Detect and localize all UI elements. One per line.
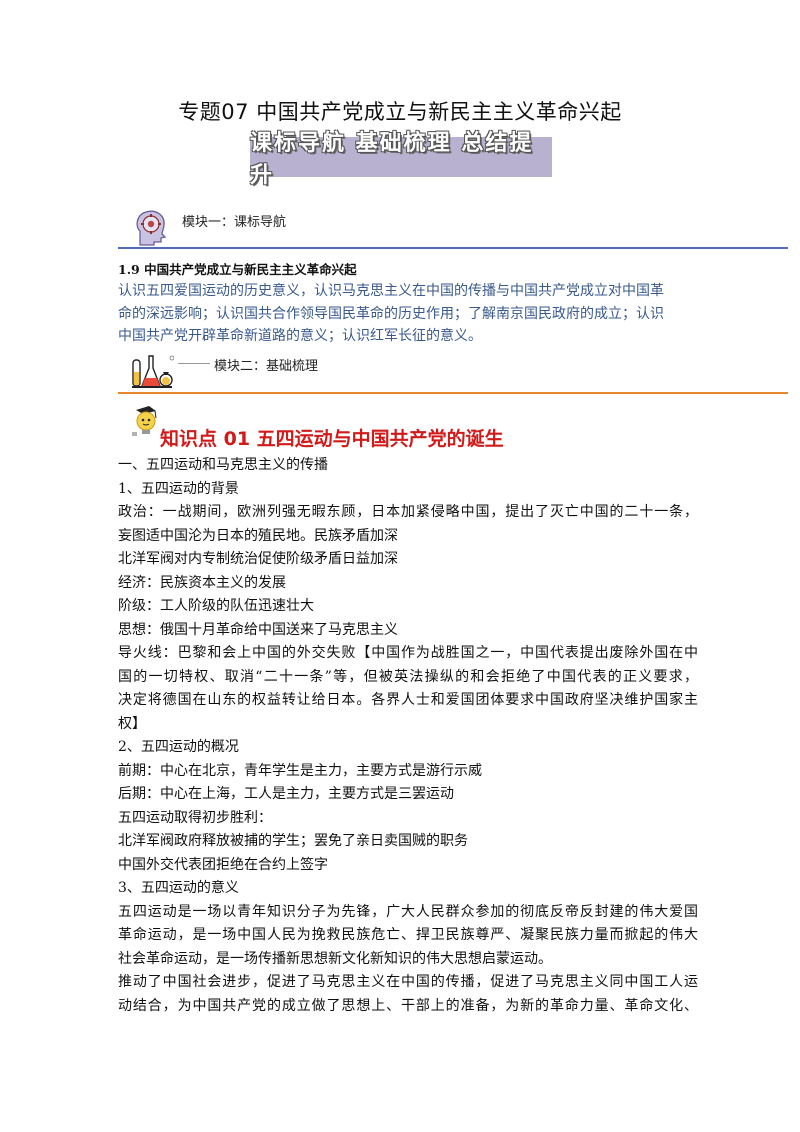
body-content: 一、五四运动和马克思主义的传播 1、五四运动的背景 政治：一战期间，欧洲列强无暇… [118, 454, 698, 1018]
body-line: 3、五四运动的意义 [118, 880, 239, 896]
body-line: 革命运动，是一场中国人民为挽救民族危亡、捍卫民族尊严、凝聚民族力量而掀起的伟大 [118, 927, 698, 943]
body-line: 社会革命运动，是一场传播新思想新文化新知识的伟大思想启蒙运动。 [118, 950, 552, 967]
body-line: 1、五四运动的背景 [118, 480, 239, 497]
lightbulb-mascot-icon [131, 403, 159, 439]
curriculum-objectives: 认识五四爱国运动的历史意义，认识马克思主义在中国的传播与中国共产党成立对中国革 … [118, 280, 688, 348]
body-line: 后期：中心在上海，工人是主力，主要方式是三罢运动 [118, 786, 454, 802]
body-line: 权】 [118, 715, 146, 732]
body-line: 中国外交代表团拒绝在合约上签字 [118, 856, 328, 873]
objective-line: 中国共产党开辟革命新道路的意义；认识红军长征的意义。 [118, 328, 482, 345]
knowledge-point-title: 知识点 01 五四运动与中国共产党的诞生 [160, 428, 504, 450]
body-line: 一、五四运动和马克思主义的传播 [118, 457, 328, 473]
body-line: 经济：民族资本主义的发展 [118, 574, 286, 591]
body-line: 前期：中心在北京，青年学生是主力，主要方式是游行示威 [118, 762, 482, 779]
objective-line: 认识五四爱国运动的历史意义，认识马克思主义在中国的传播与中国共产党成立对中国革 [118, 283, 664, 299]
brain-icon [132, 207, 172, 247]
body-line: 导火线：巴黎和会上中国的外交失败【中国作为战胜国之一，中国代表提出废除外国在中 [118, 645, 698, 661]
body-line: 阶级：工人阶级的队伍迅速壮大 [118, 598, 314, 614]
body-line: 推动了中国社会进步，促进了马克思主义在中国的传播，促进了马克思主义同中国工人运 [118, 974, 698, 990]
body-line: 五四运动是一场以青年知识分子为先锋，广大人民群众参加的彻底反帝反封建的伟大爱国 [118, 903, 698, 920]
body-line: 决定将德国在山东的权益转让给日本。各界人士和爱国团体要求中国政府坚决维护国家主 [118, 692, 698, 708]
body-line: 动结合，为中国共产党的成立做了思想上、干部上的准备，为新的革命力量、革命文化、 [118, 997, 698, 1014]
objective-line: 命的深远影响；认识国共合作领导国民革命的历史作用；了解南京国民政府的成立；认识 [118, 305, 664, 322]
flask-icon [130, 350, 175, 392]
body-line: 妄图适中国沦为日本的殖民地。民族矛盾加深 [118, 527, 398, 544]
body-line: 五四运动取得初步胜利： [118, 809, 272, 826]
module-two-label: 模块二：基础梳理 [214, 359, 319, 374]
body-line: 2、五四运动的概况 [118, 739, 239, 755]
body-line: 政治：一战期间，欧洲列强无暇东顾，日本加紧侵略中国，提出了灭亡中国的二十一条， [118, 504, 698, 520]
module-two-connector [178, 363, 210, 364]
page-title: 专题07 中国共产党成立与新民主主义革命兴起 [178, 100, 622, 124]
section-banner: 课标导航 基础梳理 总结提升 [250, 131, 552, 188]
orange-divider [118, 392, 788, 394]
body-line: 北洋军阀政府释放被捕的学生；罢免了亲日卖国贼的职务 [118, 833, 468, 849]
blue-divider [118, 247, 788, 249]
body-line: 思想：俄国十月革命给中国送来了马克思主义 [118, 621, 398, 638]
module-one-label: 模块一：课标导航 [182, 215, 287, 230]
body-line: 国的一切特权、取消“二十一条”等，但被英法操纵的和会拒绝了中国代表的正义要求， [118, 668, 698, 685]
banner-text: 课标导航 基础梳理 总结提升 [250, 131, 534, 188]
body-line: 北洋军阀对内专制统治促使阶级矛盾日益加深 [118, 551, 398, 567]
curriculum-heading: 1.9 中国共产党成立与新民主主义革命兴起 [118, 262, 357, 277]
